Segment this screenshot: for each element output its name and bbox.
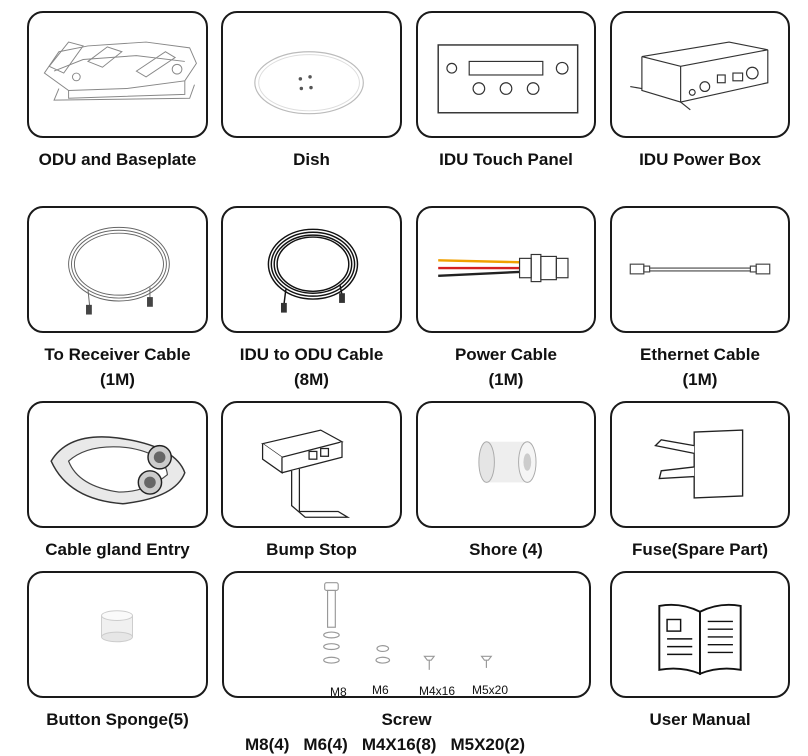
card-screw: M8 M6 M4x16 M5x20 (222, 571, 591, 698)
item-sub-idu-odu-cable: (8M) (294, 370, 329, 389)
item-label-ethernet-cable: Ethernet Cable (640, 345, 760, 364)
card-power-cable (416, 206, 596, 333)
card-cable-gland (27, 401, 208, 528)
item-label-fuse: Fuse(Spare Part) (631, 540, 769, 559)
item-sub-receiver-cable: (1M) (100, 370, 135, 389)
shore-illustration (478, 441, 537, 483)
item-label-odu-baseplate: ODU and Baseplate (38, 150, 197, 169)
card-dish (221, 11, 402, 138)
item-label-idu-touch-panel: IDU Touch Panel (439, 150, 573, 169)
screw-illustration (323, 582, 493, 670)
card-button-sponge (27, 571, 208, 698)
screw-spec-m5x20: M5X20(2) (450, 735, 526, 754)
card-receiver-cable (27, 206, 208, 333)
card-user-manual (610, 571, 790, 698)
screw-specs-line: M8(4) M6(4) M4X16(8) M5X20(2) (245, 734, 575, 756)
ethernet-cable-illustration (629, 263, 771, 275)
bump-stop-illustration (261, 429, 351, 518)
item-label-button-sponge: Button Sponge(5) (46, 710, 189, 729)
power-cable-illustration (438, 253, 569, 283)
card-idu-touch-panel (416, 11, 596, 138)
fuse-illustration (654, 429, 744, 499)
idu-touch-panel-illustration (437, 44, 579, 114)
card-bump-stop (221, 401, 402, 528)
card-ethernet-cable (610, 206, 790, 333)
receiver-cable-illustration (68, 226, 170, 315)
button-sponge-illustration (101, 610, 133, 643)
item-label-receiver-cable: To Receiver Cable (44, 345, 191, 364)
screw-spec-m4x16: M4X16(8) (361, 735, 437, 754)
card-idu-odu-cable (221, 206, 402, 333)
screw-spec-m6: M6(4) (303, 735, 348, 754)
item-label-user-manual: User Manual (649, 710, 751, 729)
item-sub-power-cable: (1M) (488, 370, 524, 389)
card-fuse (610, 401, 790, 528)
odu-baseplate-illustration (43, 41, 197, 101)
item-label-idu-odu-cable: IDU to ODU Cable (239, 345, 384, 364)
item-label-dish: Dish (293, 150, 330, 169)
item-label-screw: Screw (381, 710, 432, 729)
item-label-power-cable: Power Cable (454, 345, 558, 364)
screw-tag-m5x20: M5x20 (472, 683, 509, 697)
item-label-idu-power-box: IDU Power Box (639, 150, 761, 169)
item-label-shore: Shore (4) (469, 540, 543, 559)
idu-power-box-illustration (630, 41, 769, 111)
item-label-cable-gland: Cable gland Entry (45, 540, 190, 559)
screw-tag-m6: M6 (372, 683, 389, 697)
screw-spec-m8: M8(4) (245, 735, 290, 754)
item-label-bump-stop: Bump Stop (266, 540, 357, 559)
card-shore (416, 401, 596, 528)
screw-tag-m8: M8 (330, 685, 347, 698)
card-odu-baseplate (27, 11, 208, 138)
dish-illustration (254, 51, 364, 115)
cable-gland-illustration (50, 436, 186, 505)
item-sub-ethernet-cable: (1M) (682, 370, 718, 389)
screw-tag-m4x16: M4x16 (419, 684, 456, 698)
idu-odu-cable-illustration (267, 228, 359, 313)
card-idu-power-box (610, 11, 790, 138)
user-manual-illustration (658, 603, 742, 676)
